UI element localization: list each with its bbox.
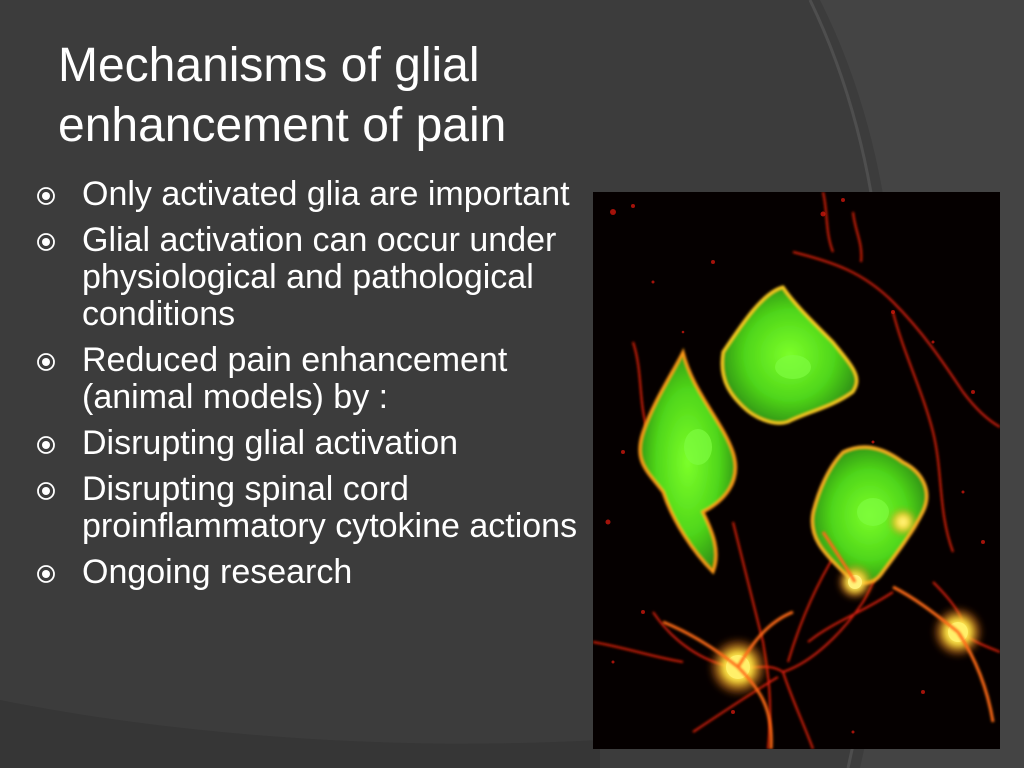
- slide-title: Mechanisms of glial enhancement of pain: [58, 36, 618, 156]
- bullet-text: Only activated glia are important: [82, 175, 570, 213]
- bullet-item: Glial activation can occur under physiol…: [36, 222, 596, 333]
- bullet-text: Glial activation can occur under physiol…: [82, 221, 557, 333]
- micrograph-artwork: [592, 191, 1001, 750]
- circled-dot-icon: [37, 187, 55, 205]
- circled-dot-icon: [37, 233, 55, 251]
- circled-dot-icon: [37, 353, 55, 371]
- bullet-list: Only activated glia are important Glial …: [36, 176, 596, 600]
- bullet-text: Ongoing research: [82, 553, 353, 591]
- bullet-item: Disrupting spinal cord proinflammatory c…: [36, 471, 596, 545]
- title-line-1: Mechanisms of glial: [58, 39, 480, 92]
- circled-dot-icon: [37, 436, 55, 454]
- glia-micrograph-image: [592, 191, 1001, 750]
- bullet-item: Ongoing research: [36, 554, 596, 591]
- title-line-2: enhancement of pain: [58, 99, 507, 152]
- bullet-text: Disrupting glial activation: [82, 424, 459, 462]
- bullet-item: Disrupting glial activation: [36, 425, 596, 462]
- bullet-item: Only activated glia are important: [36, 176, 596, 213]
- bullet-text: Reduced pain enhancement (animal models)…: [82, 341, 508, 416]
- circled-dot-icon: [37, 565, 55, 583]
- circled-dot-icon: [37, 482, 55, 500]
- bullet-item: Reduced pain enhancement (animal models)…: [36, 342, 596, 416]
- bullet-text: Disrupting spinal cord proinflammatory c…: [82, 470, 578, 545]
